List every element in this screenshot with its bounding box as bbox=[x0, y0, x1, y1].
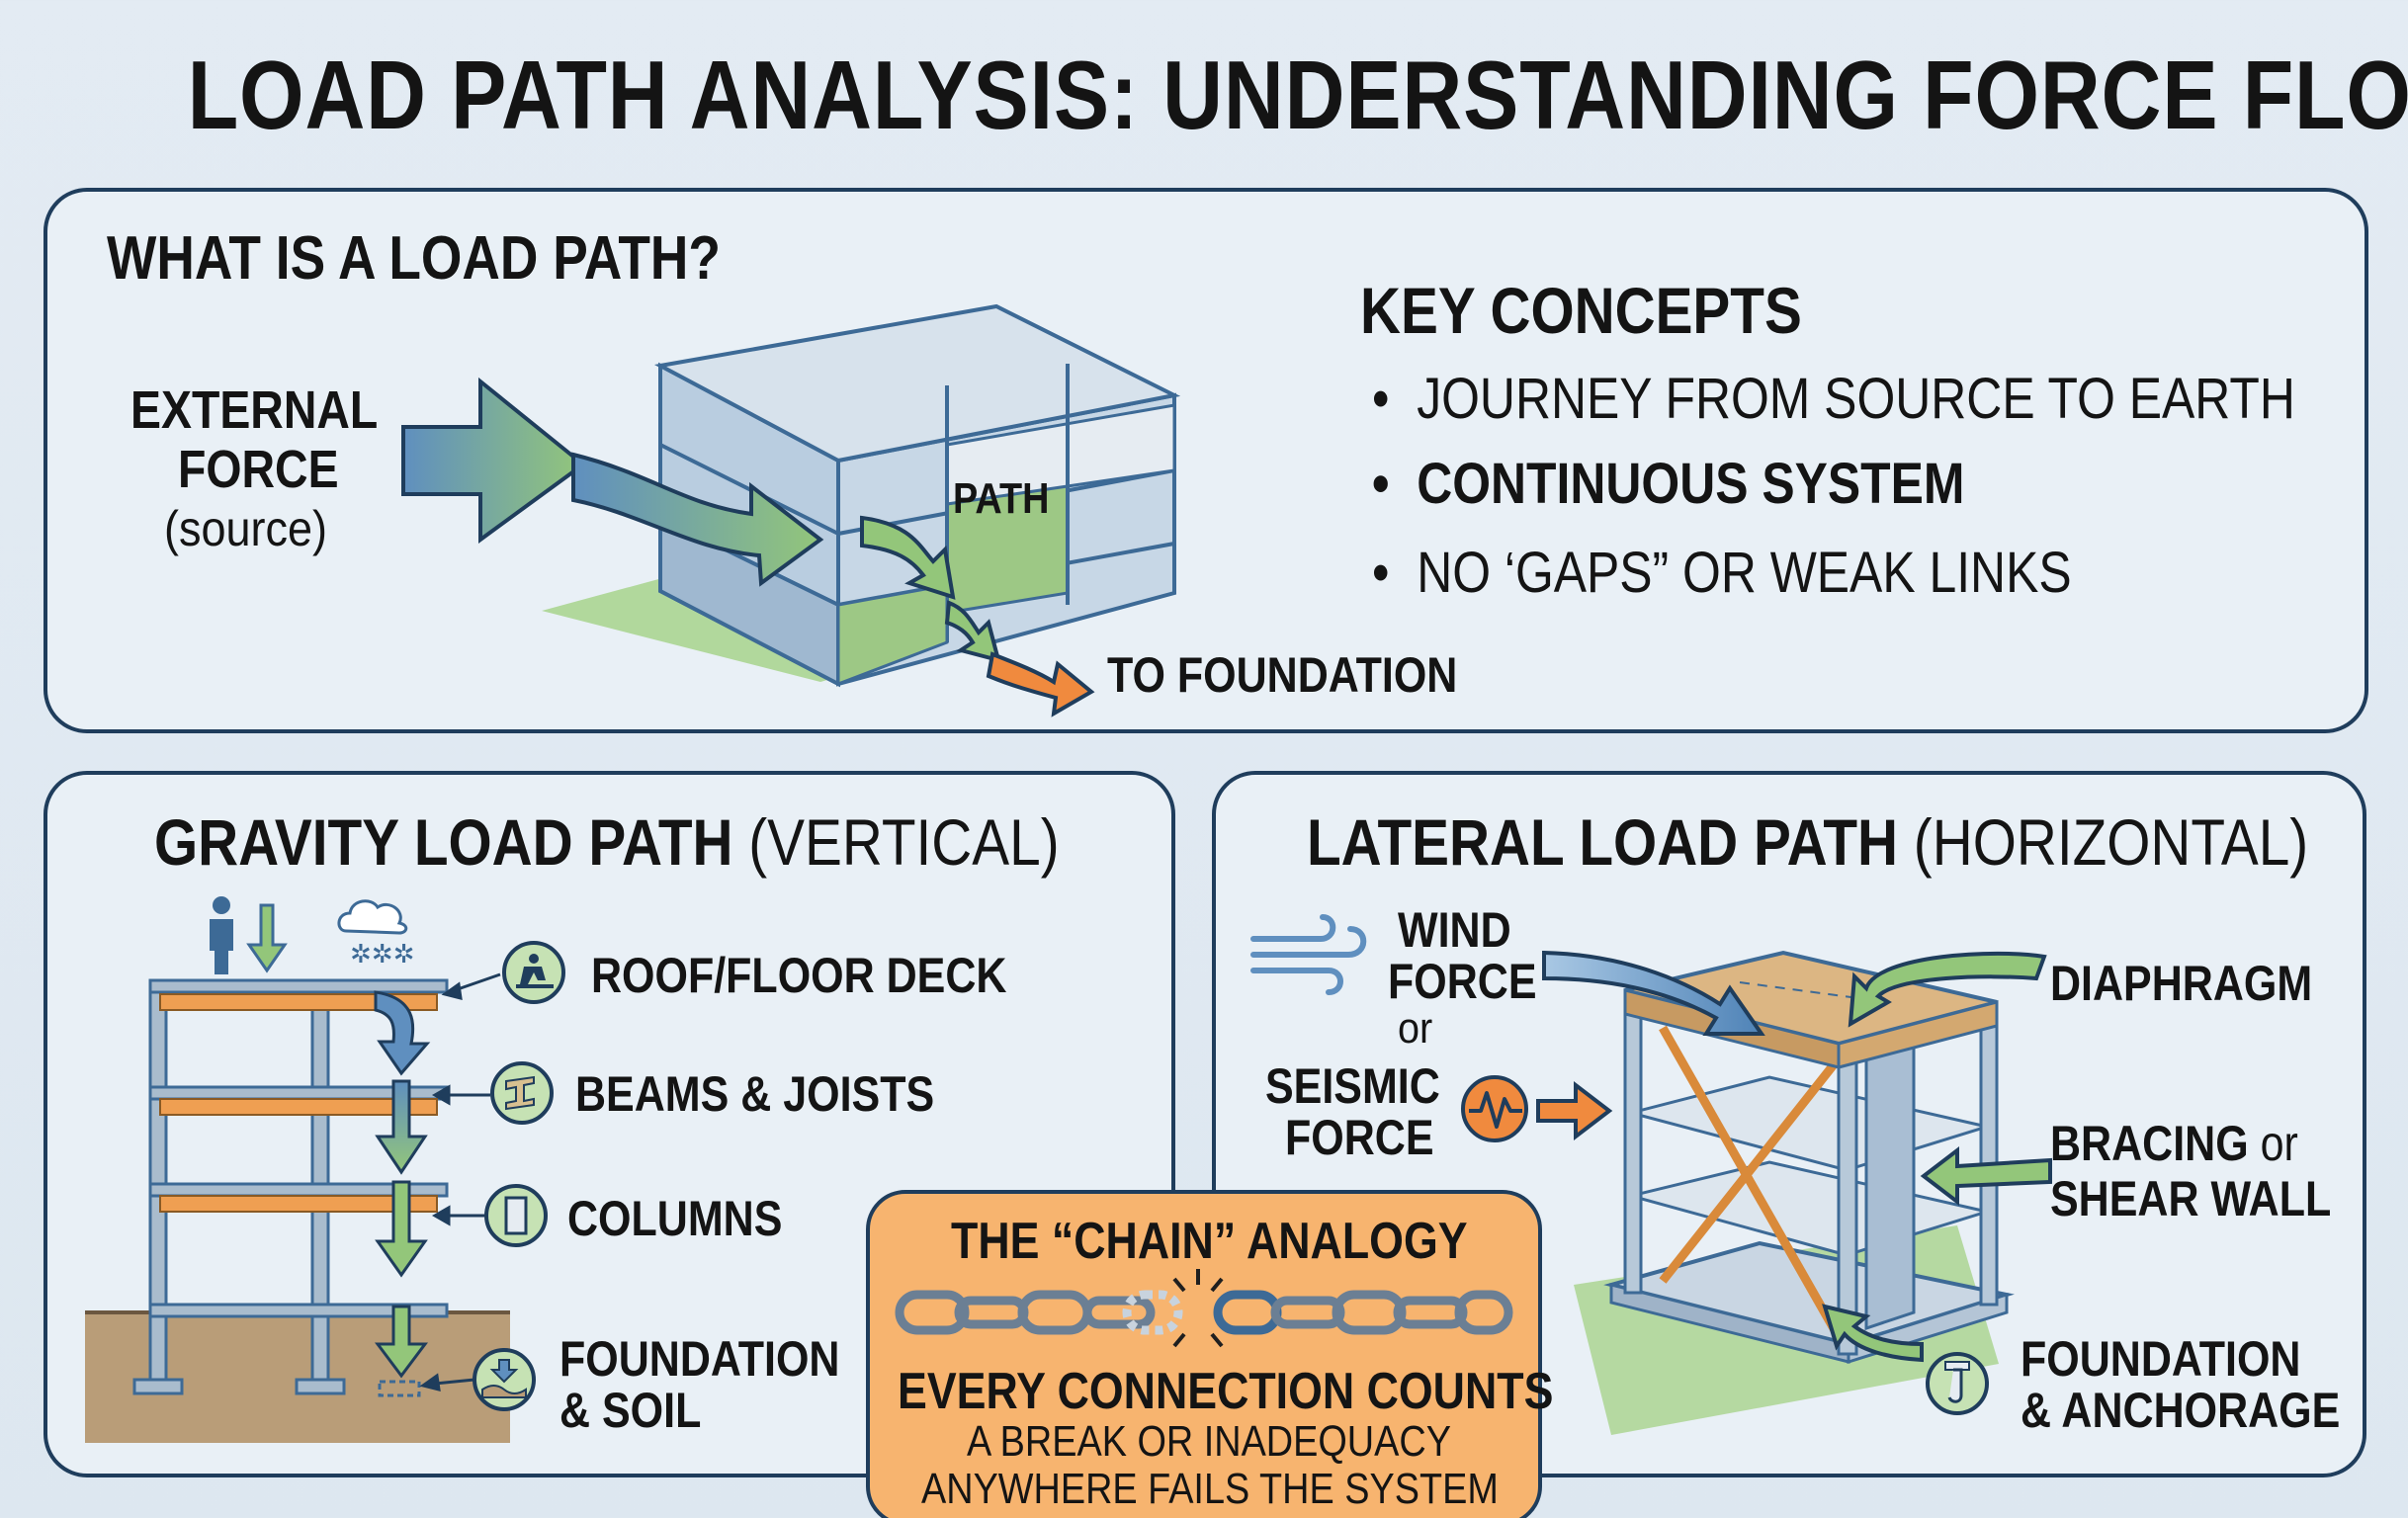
diaphragm-label: DIAPHRAGM bbox=[2050, 956, 2313, 1011]
column-icon bbox=[484, 1184, 548, 1247]
beams-joists-label: BEAMS & JOISTS bbox=[575, 1066, 935, 1122]
lateral-building-illustration bbox=[1574, 950, 2015, 1435]
lateral-foundation-label: FOUNDATION bbox=[2021, 1331, 2301, 1387]
person-load-icon bbox=[210, 896, 288, 974]
shear-wall-label: SHEAR WALL bbox=[2050, 1171, 2332, 1226]
snow-cloud-icon: ✲✲✲ bbox=[337, 899, 414, 970]
to-foundation-label: TO FOUNDATION bbox=[1107, 647, 1458, 703]
chain-analogy-box bbox=[866, 1190, 1542, 1518]
force-label: FORCE bbox=[178, 440, 339, 499]
i-beam-icon bbox=[490, 1061, 554, 1125]
anchor-bolt-icon bbox=[1926, 1352, 1989, 1415]
anchorage-arrow bbox=[1822, 1304, 1924, 1363]
seismic-label: SEISMIC bbox=[1265, 1058, 1440, 1114]
building-illustration bbox=[542, 303, 1181, 688]
source-label: (source) bbox=[164, 501, 328, 556]
or-label: or bbox=[1398, 1004, 1433, 1053]
diaphragm-arrow bbox=[1848, 951, 2047, 1028]
roof-floor-deck-label: ROOF/FLOOR DECK bbox=[591, 948, 1007, 1003]
load-path-heading: WHAT IS A LOAD PATH? bbox=[107, 224, 722, 293]
chain-line-1: A BREAK OR INADEQUACY bbox=[967, 1417, 1451, 1466]
page-title: LOAD PATH ANALYSIS: UNDERSTANDING FORCE … bbox=[187, 41, 2408, 149]
concept-item: • NO ‘GAPS” OR WEAK LINKS bbox=[1372, 541, 2072, 605]
wind-icon bbox=[1250, 914, 1367, 995]
columns-label: COLUMNS bbox=[567, 1191, 783, 1246]
roof-floor-deck-icon bbox=[502, 941, 565, 1004]
bracing-arrow bbox=[1920, 1145, 2052, 1207]
anchorage-label: & ANCHORAGE bbox=[2021, 1383, 2341, 1438]
wind-label: WIND bbox=[1398, 902, 1511, 958]
lateral-heading: LATERAL LOAD PATH (HORIZONTAL) bbox=[1307, 805, 2309, 879]
bracing-label: BRACING or bbox=[2050, 1116, 2298, 1171]
gravity-frame-illustration bbox=[85, 978, 510, 1443]
soil-label: & SOIL bbox=[559, 1383, 702, 1438]
external-force-arrow bbox=[401, 377, 824, 587]
wind-force-arrow bbox=[1542, 950, 1765, 1036]
gravity-heading: GRAVITY LOAD PATH (VERTICAL) bbox=[154, 805, 1060, 879]
foundation-label: FOUNDATION bbox=[559, 1331, 840, 1387]
concept-item: • JOURNEY FROM SOURCE TO EARTH bbox=[1372, 367, 2295, 431]
gravity-leader-lines bbox=[419, 972, 501, 1392]
external-force-label: EXTERNAL bbox=[130, 380, 379, 440]
seismic-force-label: FORCE bbox=[1285, 1110, 1434, 1165]
gravity-down-arrows bbox=[374, 990, 431, 1379]
seismic-force-arrow bbox=[1536, 1080, 1613, 1141]
foundation-soil-icon bbox=[473, 1348, 536, 1411]
chain-heading: THE “CHAIN” ANALOGY bbox=[951, 1213, 1468, 1270]
wind-force-label: FORCE bbox=[1388, 954, 1537, 1009]
every-connection-counts: EVERY CONNECTION COUNTS bbox=[898, 1363, 1554, 1420]
chain-line-2: ANYWHERE FAILS THE SYSTEM bbox=[921, 1465, 1499, 1513]
key-concepts-heading: KEY CONCEPTS bbox=[1360, 274, 1802, 347]
svg-text:✲✲✲: ✲✲✲ bbox=[350, 940, 414, 970]
concept-item: • CONTINUOUS SYSTEM bbox=[1372, 452, 1965, 516]
path-arrows bbox=[860, 515, 1095, 717]
seismic-icon bbox=[1461, 1075, 1528, 1142]
path-label: PATH bbox=[953, 474, 1050, 523]
